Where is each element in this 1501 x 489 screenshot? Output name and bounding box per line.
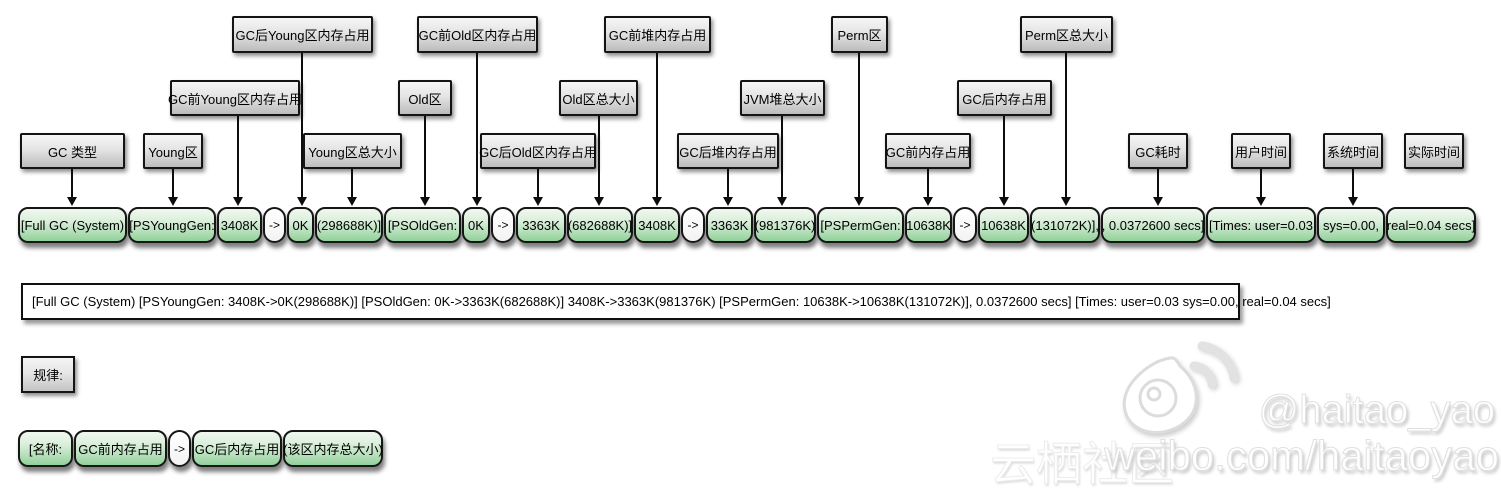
segment-gc-time: , 0.0372600 secs]	[1101, 207, 1205, 243]
segment-perm-after: 10638K	[978, 207, 1029, 243]
arrow-heap-after	[723, 169, 733, 206]
segment-sys-time: sys=0.00,	[1317, 207, 1385, 243]
label-young-total: Young区总大小	[303, 133, 402, 169]
rule-label: 规律:	[21, 356, 75, 393]
arrow-perm	[854, 53, 864, 206]
arrow-perm-before	[923, 169, 933, 206]
arrow-sys-time	[1348, 169, 1358, 206]
segment-young-before: 3408K	[217, 207, 262, 243]
label-young-before: GC前Young区内存占用	[168, 80, 302, 116]
community-watermark: 云栖社区	[990, 438, 1175, 489]
label-old-after: GC后Old区内存占用	[479, 133, 597, 169]
label-perm-total: Perm区总大小	[1020, 16, 1113, 53]
arrow-young-total	[347, 169, 357, 206]
label-gc-type: GC 类型	[20, 133, 125, 169]
segment-arrow-2: ->	[491, 207, 515, 243]
label-heap-before: GC前堆内存占用	[604, 16, 711, 53]
arrow-young-after	[297, 53, 307, 206]
arrow-gc-type	[67, 169, 77, 206]
label-gc-time: GC耗时	[1128, 133, 1188, 169]
weibo-logo-icon	[1122, 341, 1239, 434]
segment-heap-after: 3363K	[706, 207, 753, 243]
segment-pspermgen: [PSPermGen:	[817, 207, 904, 243]
segment-young-after: 0K	[287, 207, 314, 243]
arrow-old-after	[533, 169, 543, 206]
pattern-segment-total: (该区内存总大小)	[283, 430, 383, 467]
segment-perm-before: 10638K	[905, 207, 952, 243]
segment-old-total: (682688K)]	[567, 207, 633, 243]
segment-full-gc: [Full GC (System)	[18, 207, 127, 243]
segment-heap-total: (981376K)	[754, 207, 816, 243]
label-young: Young区	[143, 133, 203, 169]
pattern-segment-name: [名称:	[18, 430, 73, 467]
label-user-time: 用户时间	[1231, 133, 1291, 169]
gc-log-line: [Full GC (System) [PSYoungGen: 3408K->0K…	[21, 283, 1331, 320]
arrow-heap-before	[652, 53, 662, 206]
segment-perm-total: (131072K)],	[1030, 207, 1100, 243]
segment-psyounggen: [PSYoungGen:	[128, 207, 216, 243]
arrow-gc-time	[1153, 169, 1163, 206]
segment-arrow-4: ->	[953, 207, 977, 243]
pattern-segment-after: GC后内存占用	[192, 430, 282, 467]
label-old-total: Old区总大小	[559, 80, 638, 116]
label-young-after: GC后Young区内存占用	[232, 16, 373, 53]
arrow-user-time	[1256, 169, 1266, 206]
segment-young-total: (298688K)]	[315, 207, 383, 243]
arrow-young-before	[233, 116, 243, 206]
arrow-perm-after	[999, 116, 1009, 206]
label-old-before: GC前Old区内存占用	[417, 16, 538, 53]
weibo-handle-watermark: @haitao_yao	[1258, 388, 1495, 433]
arrow-old-before	[472, 53, 482, 206]
segment-user-time: [Times: user=0.03	[1206, 207, 1316, 243]
arrow-young	[168, 169, 178, 206]
label-perm-before: GC前内存占用	[885, 133, 971, 169]
segment-old-after: 3363K	[516, 207, 566, 243]
label-heap-total: JVM堆总大小	[740, 80, 825, 116]
label-heap-after: GC后堆内存占用	[677, 133, 779, 169]
segment-real-time: real=0.04 secs]	[1386, 207, 1476, 243]
segment-arrow-1: ->	[263, 207, 286, 243]
segment-heap-before: 3408K	[634, 207, 680, 243]
label-sys-time: 系统时间	[1323, 133, 1383, 169]
segment-psoldgen: [PSOldGen:	[384, 207, 461, 243]
label-real-time: 实际时间	[1404, 133, 1464, 169]
label-perm: Perm区	[831, 16, 888, 53]
segment-arrow-3: ->	[681, 207, 705, 243]
segment-old-before: 0K	[462, 207, 490, 243]
label-old: Old区	[398, 80, 452, 116]
arrow-old-total	[594, 116, 604, 206]
label-perm-after: GC后内存占用	[957, 80, 1052, 116]
weibo-url-watermark: weibo.com/haitaoyao	[1104, 432, 1500, 480]
arrow-perm-total	[1061, 53, 1071, 206]
arrow-old	[420, 116, 430, 206]
pattern-segment-arrow: ->	[168, 430, 191, 467]
pattern-segment-before: GC前内存占用	[74, 430, 167, 467]
arrow-heap-total	[777, 116, 787, 206]
